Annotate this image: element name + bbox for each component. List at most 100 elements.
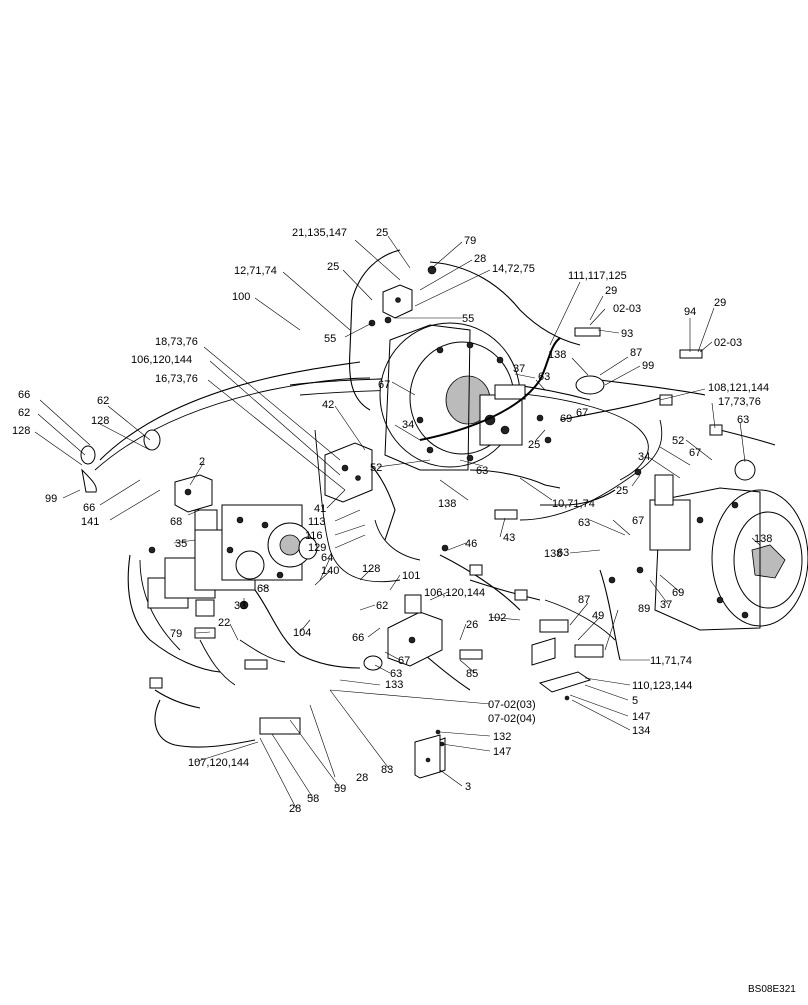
callout-label: 104 bbox=[293, 627, 311, 639]
callout-label: 10,71,74 bbox=[552, 498, 595, 510]
callout-label: 99 bbox=[45, 493, 57, 505]
callout-label: 07-02(03) bbox=[488, 699, 536, 711]
callout-label: 11,71,74 bbox=[650, 655, 692, 667]
callout-label: 42 bbox=[322, 399, 334, 411]
callout-label: 87 bbox=[630, 347, 642, 359]
leader-lines bbox=[34, 235, 761, 809]
callout-label: 108,121,144 bbox=[708, 382, 769, 394]
callout-label: 2 bbox=[199, 456, 205, 468]
callout-label: 94 bbox=[684, 306, 696, 318]
callout-label: 66 bbox=[83, 502, 95, 514]
callout-label: 107,120,144 bbox=[188, 757, 249, 769]
callout-label: 37 bbox=[660, 599, 672, 611]
figure-code: BS08E321 bbox=[748, 984, 796, 995]
callout-label: 37 bbox=[513, 363, 525, 375]
callout-label: 02-03 bbox=[613, 303, 641, 315]
callout-label: 89 bbox=[638, 603, 650, 615]
hydraulic-pump bbox=[147, 504, 313, 617]
callout-label: 102 bbox=[488, 612, 506, 624]
callout-label: 129 bbox=[308, 542, 326, 554]
callout-label: 63 bbox=[390, 668, 402, 680]
callout-label: 25 bbox=[616, 485, 628, 497]
callout-label: 34 bbox=[402, 419, 414, 431]
callout-labels: 21,135,147 25 79 28 14,72,75 25 12,71,74… bbox=[12, 227, 772, 815]
callout-label: 28 bbox=[356, 772, 368, 784]
callout-label: 41 bbox=[314, 503, 326, 515]
callout-label: 29 bbox=[714, 297, 726, 309]
callout-label: 26 bbox=[466, 619, 478, 631]
callout-label: 67 bbox=[689, 447, 701, 459]
callout-label: 49 bbox=[592, 610, 604, 622]
callout-label: 79 bbox=[464, 235, 476, 247]
callout-label: 147 bbox=[493, 746, 511, 758]
callout-label: 52 bbox=[370, 462, 382, 474]
center-valve-block bbox=[324, 442, 373, 503]
callout-label: 25 bbox=[327, 261, 339, 273]
callout-label: 106,120,144 bbox=[424, 587, 485, 599]
callout-label: 46 bbox=[465, 538, 477, 550]
callout-label: 128 bbox=[91, 415, 109, 427]
callout-label: 02-03 bbox=[714, 337, 742, 349]
top-valve-block bbox=[382, 284, 413, 319]
callout-label: 141 bbox=[81, 516, 99, 528]
callout-label: 79 bbox=[170, 628, 182, 640]
callout-label: 66 bbox=[18, 389, 30, 401]
callout-label: 68 bbox=[257, 583, 269, 595]
callout-label: 16,73,76 bbox=[155, 373, 198, 385]
callout-label: 29 bbox=[605, 285, 617, 297]
callout-label: 5 bbox=[632, 695, 638, 707]
right-travel-motor bbox=[649, 474, 808, 631]
callout-label: 87 bbox=[578, 594, 590, 606]
callout-label: 113 bbox=[308, 516, 326, 528]
callout-label: 101 bbox=[402, 570, 420, 582]
callout-label: 21,135,147 bbox=[292, 227, 347, 239]
callout-label: 85 bbox=[466, 668, 478, 680]
callout-label: 25 bbox=[528, 439, 540, 451]
callout-label: 63 bbox=[476, 465, 488, 477]
callout-label: 69 bbox=[672, 587, 684, 599]
callout-label: 133 bbox=[385, 679, 403, 691]
callout-label: 106,120,144 bbox=[131, 354, 192, 366]
callout-label: 138 bbox=[754, 533, 772, 545]
callout-label: 55 bbox=[324, 333, 336, 345]
left-manifold-block bbox=[174, 474, 213, 513]
callout-label: 140 bbox=[321, 565, 339, 577]
callout-label: 64 bbox=[321, 552, 333, 564]
callout-label: 12,71,74 bbox=[234, 265, 277, 277]
callout-label: 62 bbox=[18, 407, 30, 419]
callout-label: 07-02(04) bbox=[488, 713, 536, 725]
callout-label: 138 bbox=[548, 349, 566, 361]
callout-label: 62 bbox=[376, 600, 388, 612]
callout-label: 59 bbox=[334, 783, 346, 795]
callout-label: 63 bbox=[737, 414, 749, 426]
callout-label: 147 bbox=[632, 711, 650, 723]
plate-bracket bbox=[531, 637, 592, 693]
callout-label: 25 bbox=[376, 227, 388, 239]
callout-label: 63 bbox=[557, 547, 569, 559]
callout-label: 67 bbox=[576, 407, 588, 419]
callout-label: 35 bbox=[175, 538, 187, 550]
callout-label: 66 bbox=[352, 632, 364, 644]
callout-label: 138 bbox=[438, 498, 456, 510]
sensor-cable bbox=[419, 337, 561, 441]
callout-label: 34 bbox=[638, 451, 650, 463]
callout-label: 132 bbox=[493, 731, 511, 743]
callout-label: 100 bbox=[232, 291, 250, 303]
callout-label: 68 bbox=[170, 516, 182, 528]
callout-label: 28 bbox=[474, 253, 486, 265]
callout-label: 52 bbox=[672, 435, 684, 447]
callout-label: 62 bbox=[97, 395, 109, 407]
callout-label: 58 bbox=[307, 793, 319, 805]
upper-travel-motor bbox=[379, 322, 526, 471]
callout-label: 93 bbox=[621, 328, 633, 340]
callout-label: 55 bbox=[462, 313, 474, 325]
callout-label: 67 bbox=[378, 379, 390, 391]
callout-label: 99 bbox=[642, 360, 654, 372]
lower-valve-block bbox=[387, 594, 443, 667]
callout-label: 22 bbox=[218, 617, 230, 629]
callout-label: 128 bbox=[362, 563, 380, 575]
callout-label: 28 bbox=[289, 803, 301, 815]
callout-label: 63 bbox=[538, 371, 550, 383]
